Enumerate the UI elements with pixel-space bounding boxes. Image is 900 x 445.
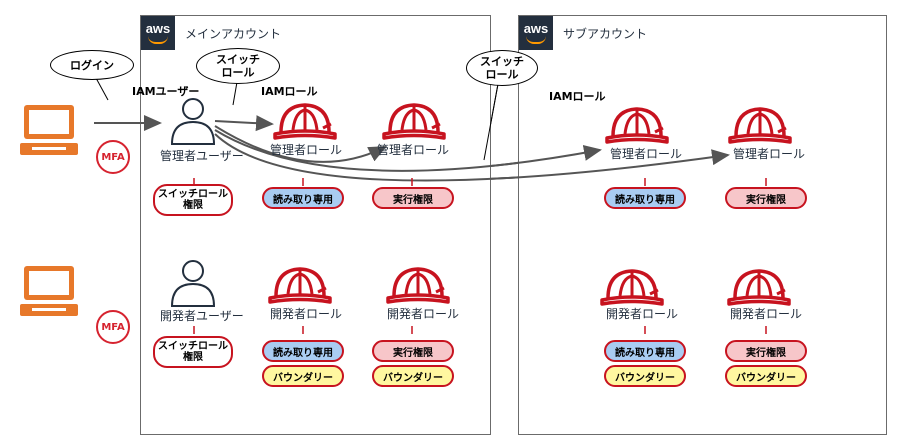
login-callout: ログイン [50,50,134,80]
laptop-icon [20,266,78,316]
iam-role-helmet-icon [382,103,446,140]
iam-role-helmet-icon [386,267,450,304]
mfa-icon: MFA [96,310,130,344]
iam-role-heading-main: IAMロール [261,85,318,98]
read-only-badge: 読み取り専用 [604,187,686,209]
main-account-title: メインアカウント [185,27,282,41]
read-only-badge: 読み取り専用 [604,340,686,362]
iam-role-heading-sub: IAMロール [549,90,606,103]
admin-role-label: 管理者ロール [733,147,806,161]
admin-role-label: 管理者ロール [610,147,683,161]
switch-role-permission-badge: スイッチロール 権限 [153,336,233,368]
switch-role-callout-main: スイッチ ロール [196,48,280,84]
boundary-badge: バウンダリー [262,365,344,387]
iam-role-helmet-icon [605,107,669,144]
dev-role-label: 開発者ロール [387,307,460,321]
exec-permission-badge: 実行権限 [725,187,807,209]
user-icon [170,98,216,145]
exec-permission-badge: 実行権限 [725,340,807,362]
read-only-badge: 読み取り専用 [262,340,344,362]
iam-role-helmet-icon [600,269,664,306]
iam-role-helmet-icon [268,267,332,304]
admin-role-label: 管理者ロール [377,143,450,157]
aws-logo-icon: aws [141,16,175,50]
exec-permission-badge: 実行権限 [372,340,454,362]
boundary-badge: バウンダリー [372,365,454,387]
dev-user-label: 開発者ユーザー [160,309,244,323]
mfa-icon: MFA [96,140,130,174]
login-callout-tail [95,77,109,101]
dev-role-label: 開発者ロール [730,307,803,321]
boundary-badge: バウンダリー [725,365,807,387]
dev-role-label: 開発者ロール [270,307,343,321]
iam-user-heading: IAMユーザー [132,85,200,98]
admin-user-label: 管理者ユーザー [160,149,244,163]
exec-permission-badge: 実行権限 [372,187,454,209]
iam-role-helmet-icon [273,103,337,140]
dev-role-label: 開発者ロール [606,307,679,321]
switch-role-callout-sub: スイッチ ロール [466,50,538,86]
boundary-badge: バウンダリー [604,365,686,387]
switch-role-permission-badge: スイッチロール 権限 [153,184,233,216]
user-icon [170,260,216,307]
sub-account-group: aws サブアカウント [518,15,887,435]
laptop-icon [20,105,78,155]
sub-account-title: サブアカウント [563,27,648,41]
iam-role-helmet-icon [728,107,792,144]
admin-role-label: 管理者ロール [270,143,343,157]
read-only-badge: 読み取り専用 [262,187,344,209]
aws-logo-icon: aws [519,16,553,50]
iam-role-helmet-icon [727,269,791,306]
